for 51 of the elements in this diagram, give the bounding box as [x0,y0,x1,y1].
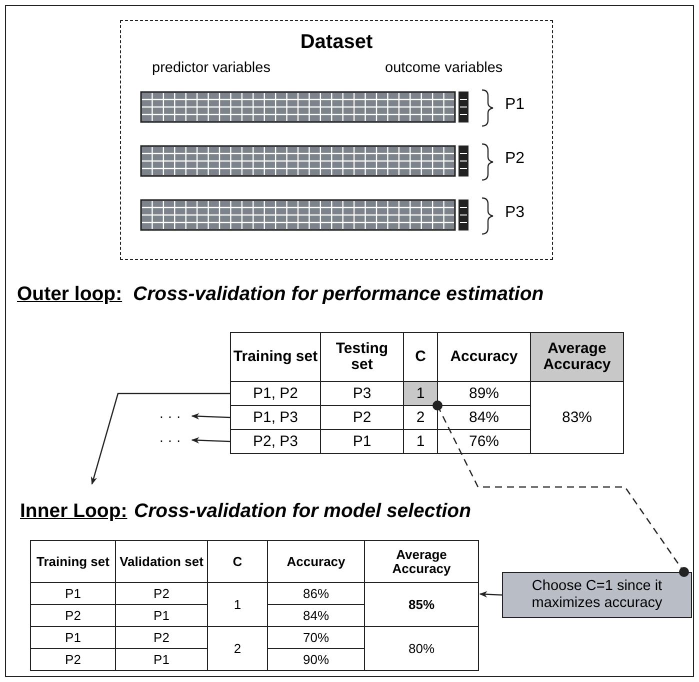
column-header: Accuracy [438,332,530,382]
column-header: Testing set [320,332,404,382]
section-heading: Outer loop: [17,283,122,306]
table-cell: P1, P2 [230,382,320,406]
table-cell: P1 [30,582,116,604]
table-cell: 1 [404,382,438,406]
table-cell: 70% [268,626,364,648]
table-cell: P1 [30,626,116,648]
column-header: Accuracy [268,540,364,582]
table-cell: P2 [30,604,116,626]
arrow [90,392,230,485]
table-cell: 86% [268,582,364,604]
note-box: Choose C=1 since it maximizes accuracy [502,572,692,618]
table-cell: P2 [320,406,404,430]
table-cell: P2 [116,582,208,604]
results-table [30,540,479,671]
table-cell: 1 [404,430,438,454]
table-cell: 85% [364,582,478,626]
partition-label: P1 [505,96,525,114]
table-cell: P1 [320,430,404,454]
table-cell: P2 [30,648,116,670]
partition-label: P2 [505,150,525,168]
section-heading: Cross-validation for model selection [134,500,471,523]
column-header: Average Accuracy [364,540,478,582]
table-cell: 2 [208,626,268,670]
partition-label: P3 [505,204,525,222]
arrow [191,437,231,444]
ellipsis-text: · · · [150,430,190,450]
panel-heading: Dataset [300,31,373,53]
section-heading: Cross-validation for performance estimation [133,283,544,306]
table-cell: 83% [530,382,624,454]
ellipsis-text: · · · [150,406,190,426]
table-cell: 1 [208,582,268,626]
table-cell: P3 [320,382,404,406]
column-header: Training set [30,540,116,582]
column-header: Training set [230,332,320,382]
column-group-label: outcome variables [385,60,503,76]
column-header: Validation set [116,540,208,582]
table-cell: P2, P3 [230,430,320,454]
table-cell: 80% [364,626,478,670]
arrow [479,591,502,598]
table-cell: P2 [116,626,208,648]
connector-line [432,400,689,577]
dataset-panel [120,20,553,260]
column-group-label: predictor variables [152,60,270,76]
section-heading: Inner Loop: [20,500,128,523]
arrow [191,413,231,420]
table-cell: P1, P3 [230,406,320,430]
column-header: Average Accuracy [530,332,624,382]
results-table [230,332,624,454]
column-header: C [208,540,268,582]
